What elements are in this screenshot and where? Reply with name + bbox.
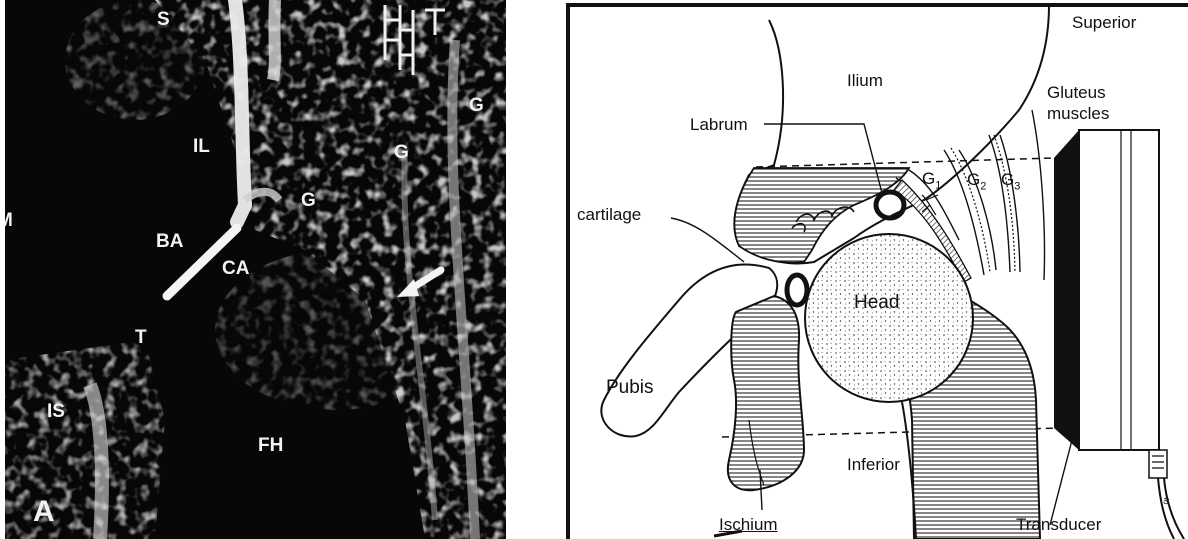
label-cartilage: cartilage <box>577 206 641 223</box>
label-t: T <box>135 328 147 347</box>
label-g-low: G <box>301 191 316 210</box>
label-il: IL <box>193 137 210 156</box>
ultrasound-panel: S IL G G G M BA CA T IS FH A <box>5 0 506 539</box>
label-ilium: Ilium <box>847 72 883 89</box>
label-ischium: Ischium <box>719 516 778 533</box>
label-ba: BA <box>156 232 183 251</box>
label-g2: G2 <box>967 171 986 192</box>
label-ca: CA <box>222 259 249 278</box>
label-inferior: Inferior <box>847 456 900 473</box>
femoral-head <box>805 234 973 402</box>
transducer-leader <box>1050 440 1072 525</box>
label-s: S <box>157 10 170 29</box>
label-g-mid: G <box>394 143 409 162</box>
label-g3: G3 <box>1001 171 1020 192</box>
label-transducer: Transducer <box>1016 516 1101 533</box>
label-is: IS <box>47 402 65 421</box>
ischium-outline <box>728 296 804 490</box>
label-g1: G1 <box>922 170 941 191</box>
label-superior: Superior <box>1072 14 1136 31</box>
label-g-top: G <box>469 96 484 115</box>
transducer: ot <box>1054 130 1184 539</box>
label-pubis: Pubis <box>606 378 654 397</box>
cartilage-leader <box>671 218 744 262</box>
diagram-panel: ot Superior Ilium Gluteus muscles Labrum… <box>564 0 1188 539</box>
label-labrum: Labrum <box>690 116 748 133</box>
label-gluteus-1: Gluteus <box>1047 84 1106 101</box>
label-head: Head <box>854 293 899 312</box>
ultrasound-image <box>5 0 506 539</box>
panel-letter: A <box>33 497 55 527</box>
labrum-ring <box>876 192 904 218</box>
label-fh: FH <box>258 436 283 455</box>
label-gluteus-2: muscles <box>1047 105 1109 122</box>
cartilage-ring <box>787 275 807 305</box>
label-m: M <box>5 211 13 230</box>
